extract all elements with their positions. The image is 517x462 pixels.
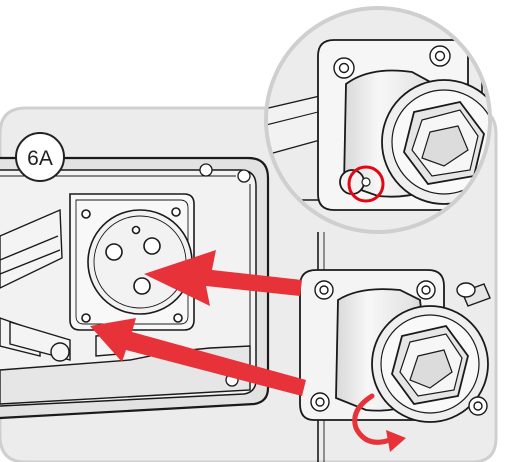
screw-hole — [171, 207, 181, 217]
callout-border — [264, 6, 492, 234]
highlight-circle-icon — [347, 165, 385, 203]
screw-hole — [173, 313, 183, 323]
rotate-arrow-icon — [352, 393, 406, 452]
circle-badge-icon — [15, 132, 65, 182]
mounting-arrows — [90, 250, 306, 396]
frame-screw — [237, 169, 251, 183]
step-label: 6A — [27, 147, 53, 170]
socket-hole — [131, 225, 141, 235]
socket-hole — [143, 237, 161, 255]
socket-hole — [133, 277, 151, 295]
connector-assembly — [299, 269, 491, 423]
enclosure-illustration — [0, 156, 325, 462]
socket-hole — [105, 243, 123, 261]
screw-hole — [81, 313, 91, 323]
mounting-plate — [69, 193, 195, 331]
arrow-right-icon — [90, 318, 306, 396]
arrow-right-icon — [144, 250, 302, 306]
connector-nut — [371, 305, 489, 423]
screw-hole — [81, 209, 91, 219]
frame-screw — [199, 163, 213, 177]
step-badge: 6A — [15, 132, 65, 182]
